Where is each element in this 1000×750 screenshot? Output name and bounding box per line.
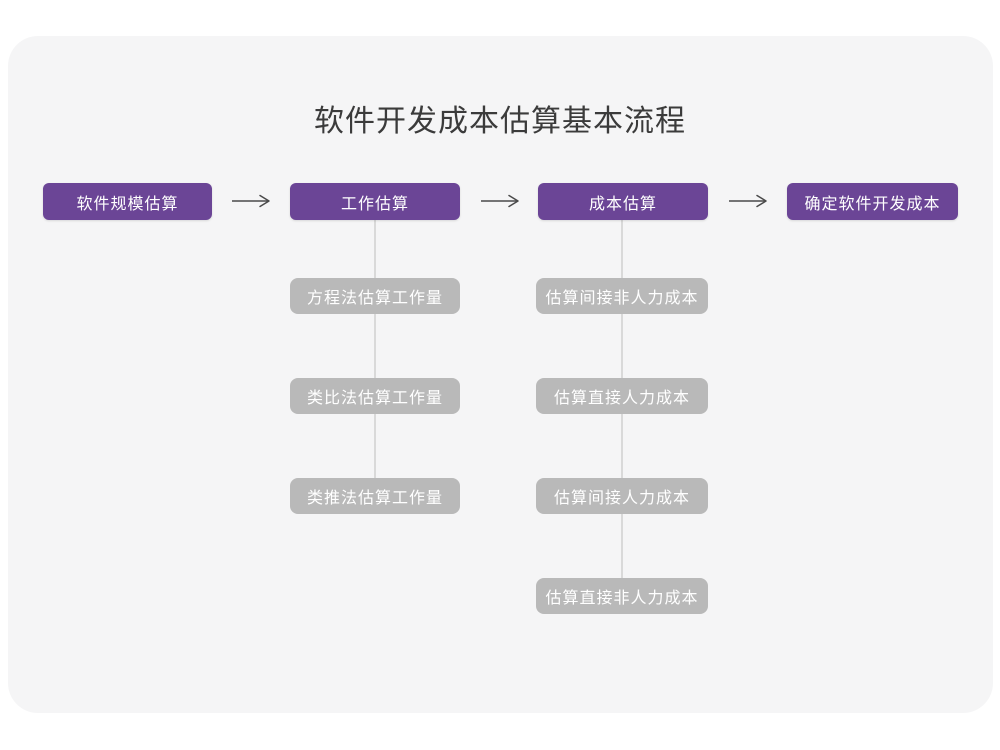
sub-node-label: 估算直接非人力成本: [545, 590, 699, 607]
arrow-right-icon: [480, 194, 520, 208]
stage-label: 成本估算: [588, 195, 657, 213]
stage-label: 确定软件开发成本: [804, 195, 941, 213]
stage-node-determine-development-cost: 确定软件开发成本: [787, 183, 958, 220]
sub-node-indirect-nonlabor-cost: 估算间接非人力成本: [536, 278, 708, 314]
sub-node-indirect-labor-cost: 估算间接人力成本: [536, 478, 708, 514]
sub-node-analogy-method: 类比法估算工作量: [290, 378, 460, 414]
sub-node-label: 估算直接人力成本: [553, 390, 690, 407]
sub-node-direct-nonlabor-cost: 估算直接非人力成本: [536, 578, 708, 614]
sub-node-label: 类比法估算工作量: [306, 390, 443, 407]
sub-node-extrapolation-method: 类推法估算工作量: [290, 478, 460, 514]
diagram-card: [8, 36, 993, 713]
sub-node-label: 估算间接非人力成本: [545, 290, 699, 307]
arrow-right-icon: [231, 194, 271, 208]
sub-node-label: 方程法估算工作量: [306, 290, 443, 307]
sub-node-label: 类推法估算工作量: [306, 490, 443, 507]
sub-node-direct-labor-cost: 估算直接人力成本: [536, 378, 708, 414]
connector-line-work-estimation: [374, 220, 376, 496]
stage-node-cost-estimation: 成本估算: [538, 183, 708, 220]
diagram-title: 软件开发成本估算基本流程: [314, 105, 686, 138]
stage-node-software-scale-estimation: 软件规模估算: [43, 183, 212, 220]
sub-node-equation-method: 方程法估算工作量: [290, 278, 460, 314]
stage-label: 软件规模估算: [76, 195, 179, 213]
stage-node-work-estimation: 工作估算: [290, 183, 460, 220]
arrow-right-icon: [728, 194, 768, 208]
sub-node-label: 估算间接人力成本: [553, 490, 690, 507]
stage-label: 工作估算: [340, 195, 409, 213]
